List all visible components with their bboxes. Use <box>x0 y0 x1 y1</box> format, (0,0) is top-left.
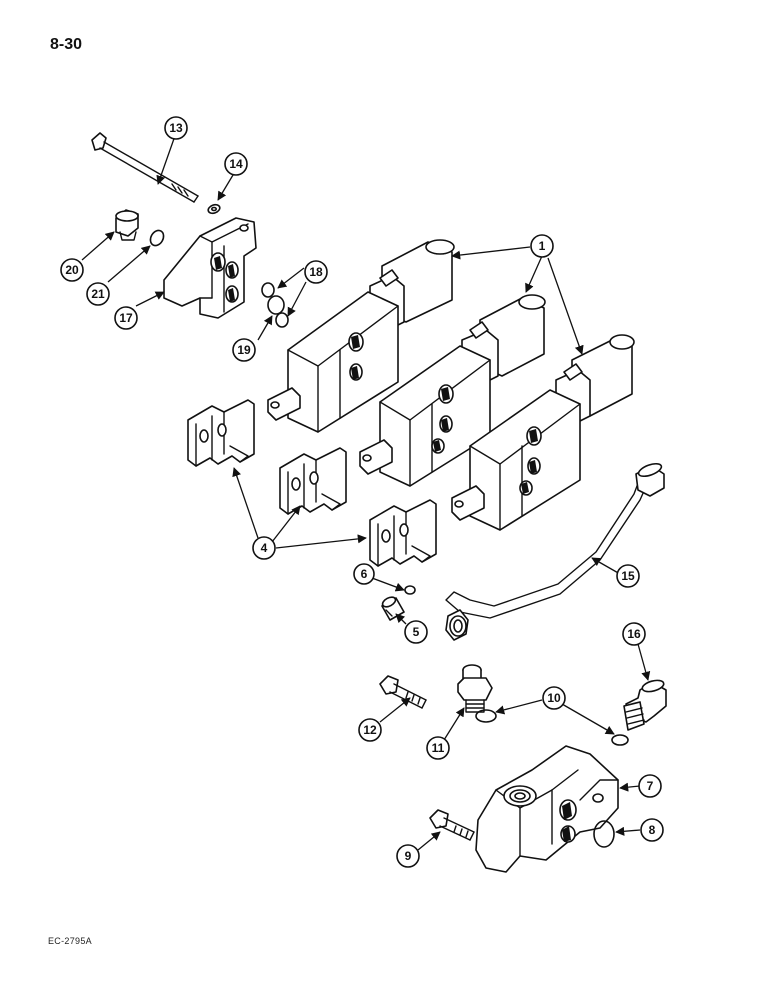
leader-lines <box>81 132 651 851</box>
callout-7: 7 <box>638 774 662 798</box>
part-5-pin <box>381 596 405 621</box>
callout-10: 10 <box>542 686 566 710</box>
part-1-valve-section-c <box>451 334 635 531</box>
callout-15-label: 15 <box>621 569 635 583</box>
callout-14: 16 <box>622 622 646 646</box>
part-1-valve-section-a <box>267 239 455 433</box>
callout-14-label: 16 <box>627 627 641 641</box>
callout-6-label: 6 <box>361 567 368 581</box>
part-21-o-ring <box>149 229 165 247</box>
callout-13-label: 14 <box>229 157 243 171</box>
callout-5-label: 5 <box>413 625 420 639</box>
part-17-end-block <box>163 217 257 319</box>
callout-7-label: 7 <box>647 779 654 793</box>
part-14-elbow <box>623 679 667 731</box>
callout-15: 15 <box>616 564 640 588</box>
part-7-inlet-cover <box>475 745 619 873</box>
part-15-tube <box>445 462 665 641</box>
callout-10-label: 10 <box>547 691 561 705</box>
callout-9: 9 <box>396 844 420 868</box>
callout-11-label: 11 <box>432 741 445 755</box>
part-16-long-bolt <box>91 132 199 203</box>
callout-4-label: 4 <box>261 541 268 555</box>
callout-6: 6 <box>353 563 375 585</box>
part-13-washer <box>207 203 221 215</box>
callout-8: 8 <box>640 818 664 842</box>
callout-17: 17 <box>114 306 138 330</box>
part-10-o-rings <box>475 709 629 746</box>
callout-11: 11 <box>426 736 450 760</box>
part-19-o-ring <box>267 295 285 315</box>
part-4-bracket-a <box>187 399 255 467</box>
part-18-o-rings <box>261 282 289 328</box>
part-1-valve-section-b <box>359 294 546 487</box>
part-20-plug <box>115 209 139 241</box>
callout-8-label: 8 <box>649 823 656 837</box>
part-11-adapter <box>457 664 493 713</box>
callout-12: 12 <box>358 718 382 742</box>
figure-code: EC-2795A <box>48 936 92 946</box>
callout-17-label: 17 <box>119 311 133 325</box>
callout-16: 13 <box>164 116 188 140</box>
callout-18: 18 <box>304 260 328 284</box>
callout-1: 1 <box>530 234 554 258</box>
callout-13: 14 <box>224 152 248 176</box>
callout-1-label: 1 <box>539 239 546 253</box>
callout-19: 19 <box>232 338 256 362</box>
callout-19-label: 19 <box>237 343 251 357</box>
page-number: 8-30 <box>50 36 83 53</box>
callout-20-label: 20 <box>65 263 79 277</box>
callout-9-label: 9 <box>405 849 412 863</box>
part-6-clip <box>404 585 416 595</box>
part-4-bracket-b <box>279 447 347 515</box>
part-4-bracket-c <box>369 499 437 567</box>
callout-18-label: 18 <box>309 265 323 279</box>
callout-21-label: 21 <box>91 287 105 301</box>
callout-4: 4 <box>252 536 276 560</box>
callout-5: 5 <box>404 620 428 644</box>
callout-12-label: 12 <box>363 723 377 737</box>
callout-16-label: 13 <box>169 121 183 135</box>
callout-21: 21 <box>86 282 110 306</box>
part-8-o-ring <box>593 820 615 848</box>
part-9-bolt <box>429 809 475 841</box>
callout-20: 20 <box>60 258 84 282</box>
